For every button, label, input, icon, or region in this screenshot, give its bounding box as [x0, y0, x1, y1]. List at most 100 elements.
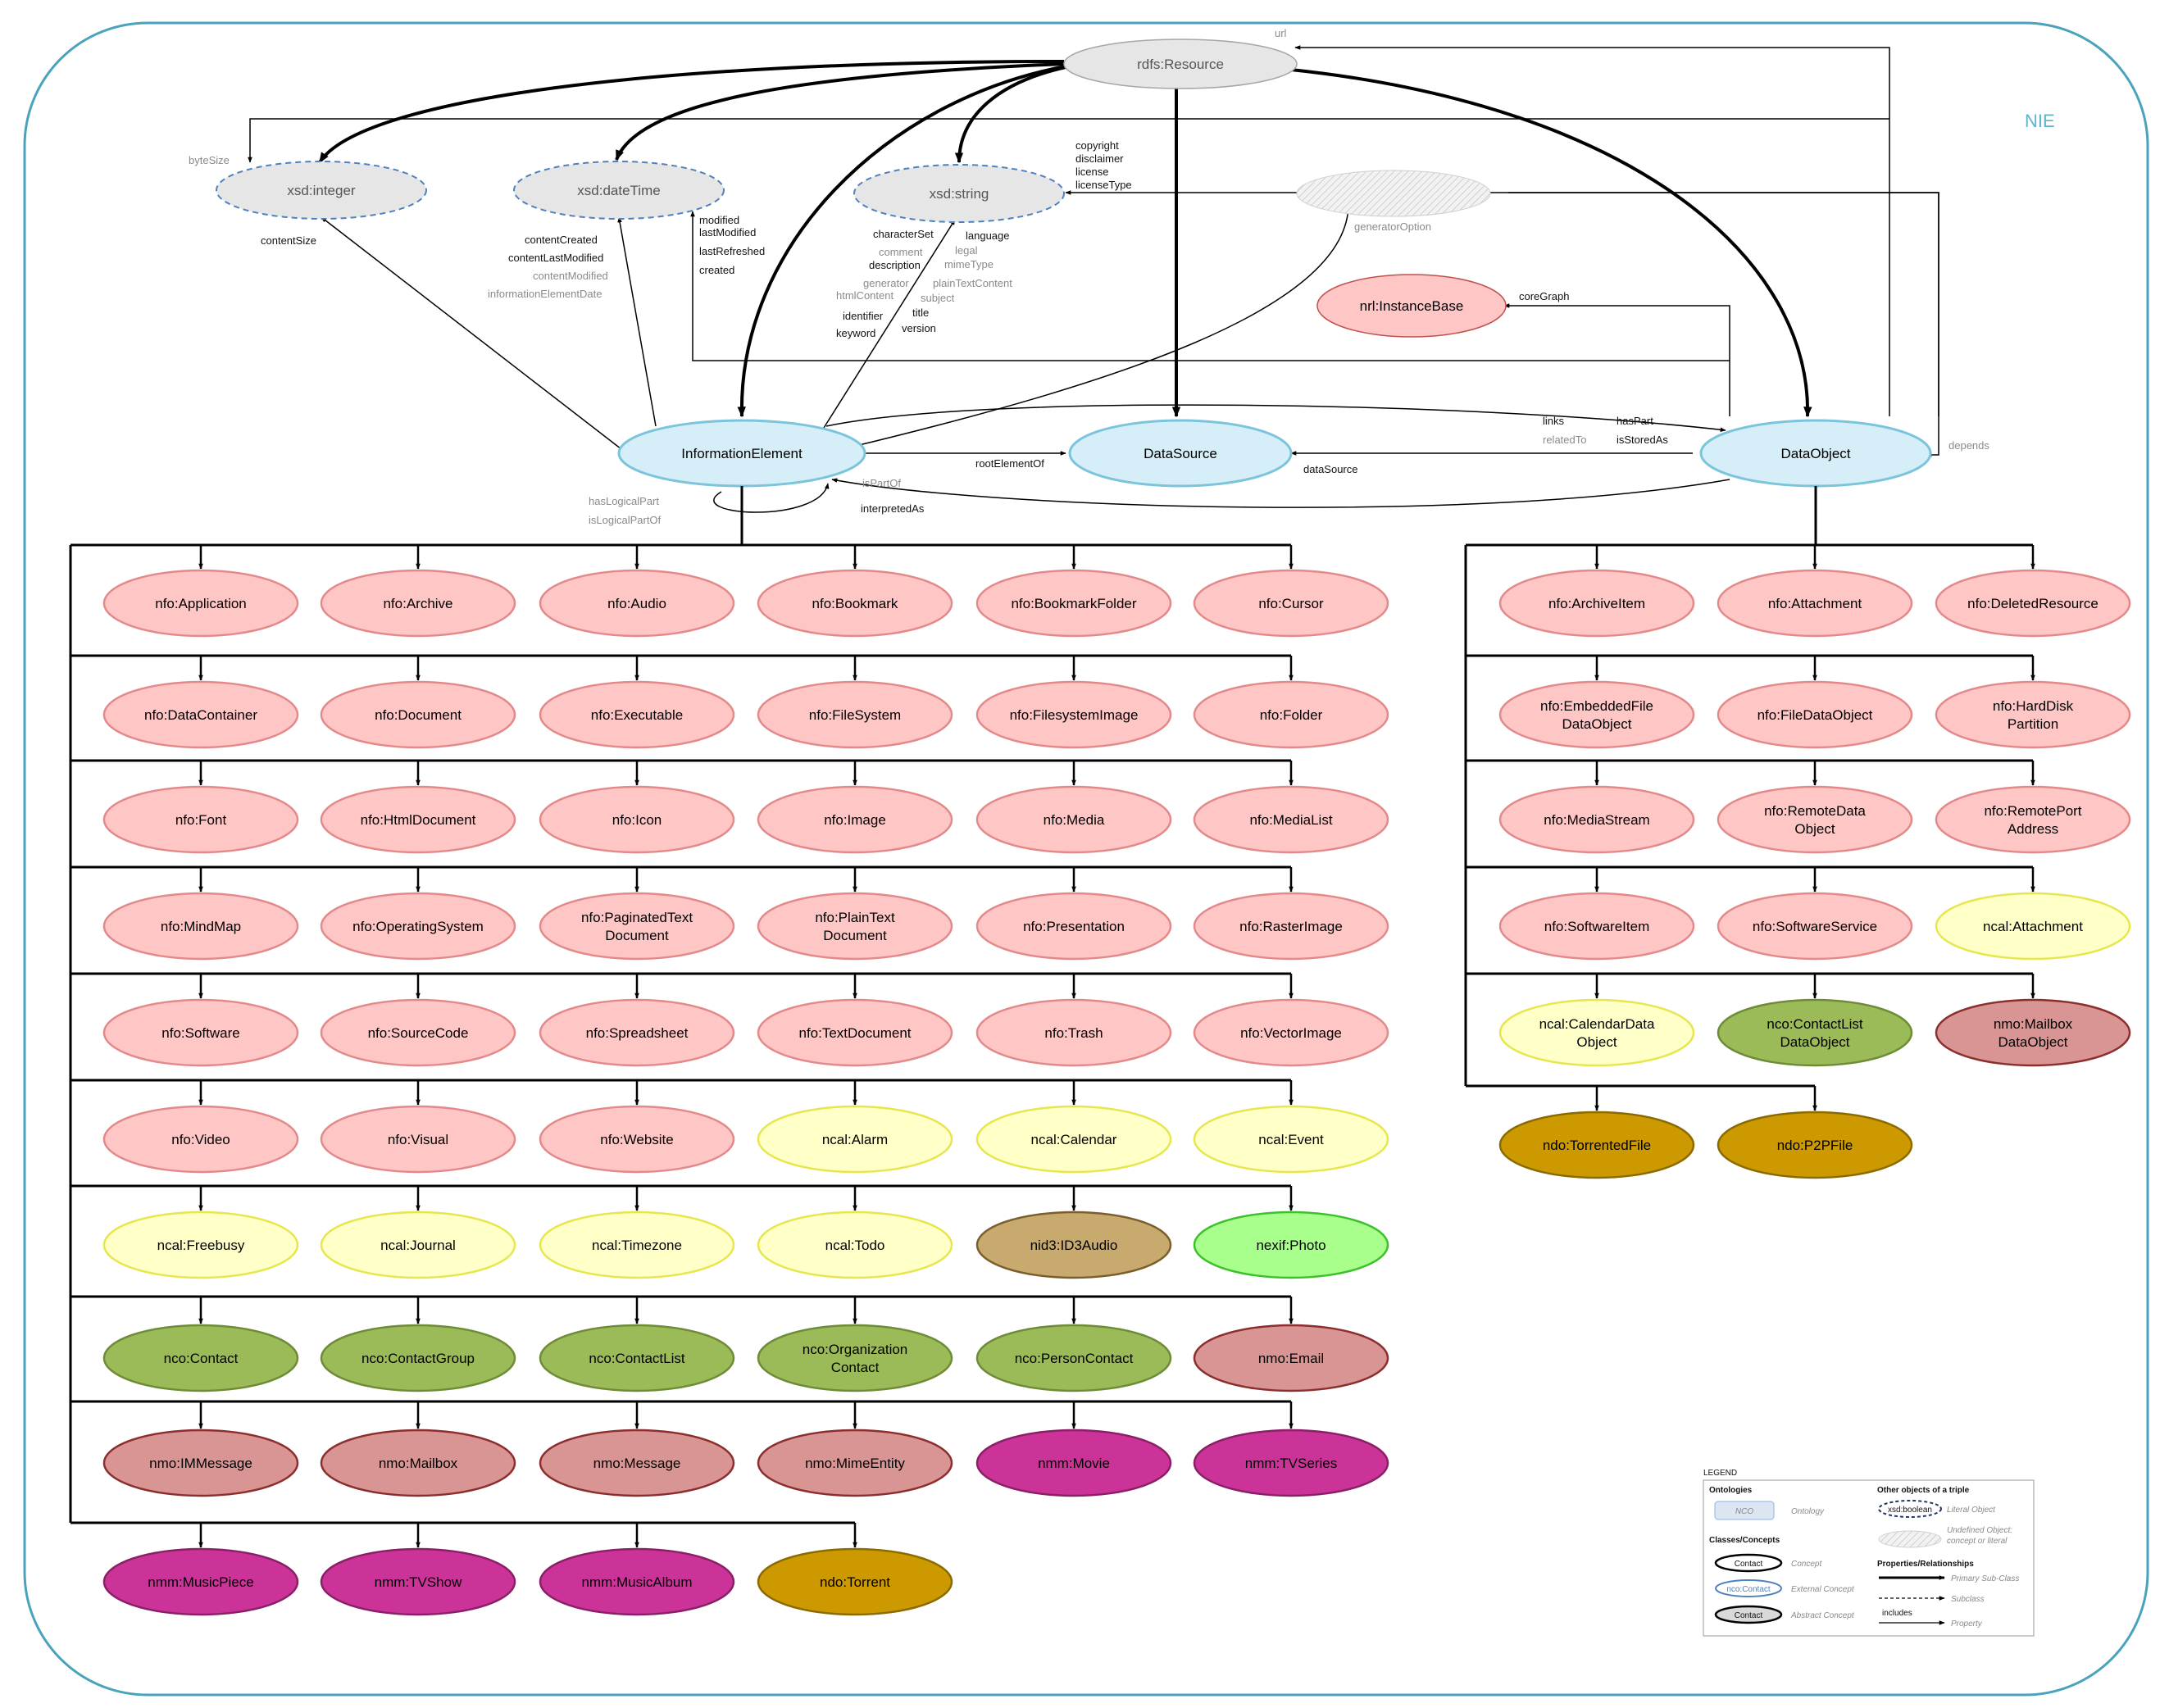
class-ellipse: [975, 785, 1172, 854]
class-node-nco-contactlist[interactable]: nco:ContactList: [539, 1324, 735, 1392]
class-node-nfo-font[interactable]: nfo:Font: [102, 785, 299, 854]
class-node-nfo-spreadsheet[interactable]: nfo:Spreadsheet: [539, 998, 735, 1067]
class-node-nfo-bookmarkfolder[interactable]: nfo:BookmarkFolder: [975, 569, 1172, 638]
class-node-nfo-filesystemimage[interactable]: nfo:FilesystemImage: [975, 680, 1172, 749]
class-node-ncal-timezone[interactable]: ncal:Timezone: [539, 1211, 735, 1279]
class-node-nfo-image[interactable]: nfo:Image: [757, 785, 953, 854]
class-node-nexif-photo[interactable]: nexif:Photo: [1193, 1211, 1389, 1279]
class-node-nco-personcontact[interactable]: nco:PersonContact: [975, 1324, 1172, 1392]
class-node-nfo-presentation[interactable]: nfo:Presentation: [975, 892, 1172, 961]
class-node-nfo-archiveitem[interactable]: nfo:ArchiveItem: [1498, 569, 1695, 638]
xsd-integer-node[interactable]: xsd:integer: [216, 161, 427, 220]
class-label-line: nco:ContactList: [1767, 1016, 1862, 1032]
class-node-nfo-medialist[interactable]: nfo:MediaList: [1193, 785, 1389, 854]
class-node-nfo-cursor[interactable]: nfo:Cursor: [1193, 569, 1389, 638]
class-node-ndo-torrentedfile[interactable]: ndo:TorrentedFile: [1498, 1111, 1695, 1179]
class-label: nmo:Email: [1258, 1351, 1324, 1366]
class-node-nfo-sourcecode[interactable]: nfo:SourceCode: [320, 998, 516, 1067]
class-node-nfo-filesystem[interactable]: nfo:FileSystem: [757, 680, 953, 749]
class-node-ncal-todo[interactable]: ncal:Todo: [757, 1211, 953, 1279]
class-node-nfo-softwareservice[interactable]: nfo:SoftwareService: [1717, 892, 1913, 961]
class-label-line: nfo:Trash: [1044, 1025, 1103, 1041]
class-node-nfo-mediastream[interactable]: nfo:MediaStream: [1498, 785, 1695, 854]
class-node-nfo-softwareitem[interactable]: nfo:SoftwareItem: [1498, 892, 1695, 961]
class-node-nfo-datacontainer[interactable]: nfo:DataContainer: [102, 680, 299, 749]
class-node-ndo-torrent[interactable]: ndo:Torrent: [757, 1547, 953, 1616]
class-node-nid3-id3audio[interactable]: nid3:ID3Audio: [975, 1211, 1172, 1279]
class-node-nmm-musicalbum[interactable]: nmm:MusicAlbum: [539, 1547, 735, 1616]
class-label-line: nfo:OperatingSystem: [352, 919, 484, 934]
class-node-nco-contactgroup[interactable]: nco:ContactGroup: [320, 1324, 516, 1392]
class-node-nfo-vectorimage[interactable]: nfo:VectorImage: [1193, 998, 1389, 1067]
class-node-nfo-audio[interactable]: nfo:Audio: [539, 569, 735, 638]
class-node-nmo-email[interactable]: nmo:Email: [1193, 1324, 1389, 1392]
class-ellipse: [102, 1105, 299, 1174]
class-node-nfo-deletedresource[interactable]: nfo:DeletedResource: [1935, 569, 2131, 638]
class-node-ncal-alarm[interactable]: ncal:Alarm: [757, 1105, 953, 1174]
class-node-nmo-message[interactable]: nmo:Message: [539, 1429, 735, 1497]
class-label-line: Document: [605, 928, 669, 943]
data-source-node[interactable]: DataSource: [1068, 419, 1293, 488]
class-node-nmm-tvshow[interactable]: nmm:TVShow: [320, 1547, 516, 1616]
instance-base-node[interactable]: nrl:InstanceBase: [1316, 274, 1507, 338]
class-node-nmo-mailbox[interactable]: nmo:Mailbox: [320, 1429, 516, 1497]
class-node-nfo-folder[interactable]: nfo:Folder: [1193, 680, 1389, 749]
class-node-nfo-attachment[interactable]: nfo:Attachment: [1717, 569, 1913, 638]
class-node-ncal-event[interactable]: ncal:Event: [1193, 1105, 1389, 1174]
class-label: nfo:MediaList: [1249, 812, 1332, 828]
xsd-datetime-node[interactable]: xsd:dateTime: [513, 161, 725, 220]
class-node-nmo-mimeentity[interactable]: nmo:MimeEntity: [757, 1429, 953, 1497]
class-node-ncal-journal[interactable]: ncal:Journal: [320, 1211, 516, 1279]
data-object-node[interactable]: DataObject: [1699, 419, 1932, 488]
class-node-nfo-archive[interactable]: nfo:Archive: [320, 569, 516, 638]
class-node-nfo-filedataobject[interactable]: nfo:FileDataObject: [1717, 680, 1913, 749]
class-node-nfo-textdocument[interactable]: nfo:TextDocument: [757, 998, 953, 1067]
information-element-node[interactable]: InformationElement: [617, 419, 866, 488]
prop-subject: subject: [921, 292, 955, 304]
class-label: nfo:Software: [161, 1025, 239, 1041]
class-node-ncal-attachment[interactable]: ncal:Attachment: [1935, 892, 2131, 961]
class-node-nfo-document[interactable]: nfo:Document: [320, 680, 516, 749]
legend-undefined-2: concept or literal: [1947, 1537, 2008, 1546]
class-label-line: nfo:EmbeddedFile: [1540, 698, 1653, 714]
class-node-nfo-trash[interactable]: nfo:Trash: [975, 998, 1172, 1067]
class-label-line: nfo:SoftwareItem: [1544, 919, 1650, 934]
class-node-nco-contact[interactable]: nco:Contact: [102, 1324, 299, 1392]
class-node-nfo-htmldocument[interactable]: nfo:HtmlDocument: [320, 785, 516, 854]
class-node-ncal-freebusy[interactable]: ncal:Freebusy: [102, 1211, 299, 1279]
class-node-nfo-rasterimage[interactable]: nfo:RasterImage: [1193, 892, 1389, 961]
class-node-nfo-executable[interactable]: nfo:Executable: [539, 680, 735, 749]
class-node-nmm-musicpiece[interactable]: nmm:MusicPiece: [102, 1547, 299, 1616]
class-node-nmm-movie[interactable]: nmm:Movie: [975, 1429, 1172, 1497]
class-label-line: nfo:Font: [175, 812, 227, 828]
class-node-ndo-p2pfile[interactable]: ndo:P2PFile: [1717, 1111, 1913, 1179]
class-node-nfo-website[interactable]: nfo:Website: [539, 1105, 735, 1174]
class-node-nfo-visual[interactable]: nfo:Visual: [320, 1105, 516, 1174]
xsd-string-node[interactable]: xsd:string: [853, 164, 1065, 223]
class-node-ncal-calendar[interactable]: ncal:Calendar: [975, 1105, 1172, 1174]
class-node-nfo-media[interactable]: nfo:Media: [975, 785, 1172, 854]
rdfs-resource-node[interactable]: rdfs:Resource: [1063, 39, 1298, 89]
class-node-nfo-icon[interactable]: nfo:Icon: [539, 785, 735, 854]
class-node-nfo-application[interactable]: nfo:Application: [102, 569, 299, 638]
class-node-nmm-tvseries[interactable]: nmm:TVSeries: [1193, 1429, 1389, 1497]
class-node-nmo-immessage[interactable]: nmo:IMMessage: [102, 1429, 299, 1497]
class-ellipse: [1498, 569, 1695, 638]
class-node-nfo-video[interactable]: nfo:Video: [102, 1105, 299, 1174]
class-node-nfo-mindmap[interactable]: nfo:MindMap: [102, 892, 299, 961]
class-node-nfo-operatingsystem[interactable]: nfo:OperatingSystem: [320, 892, 516, 961]
class-node-nfo-bookmark[interactable]: nfo:Bookmark: [757, 569, 953, 638]
undefined-object-node[interactable]: [1296, 170, 1491, 217]
class-node-nfo-software[interactable]: nfo:Software: [102, 998, 299, 1067]
